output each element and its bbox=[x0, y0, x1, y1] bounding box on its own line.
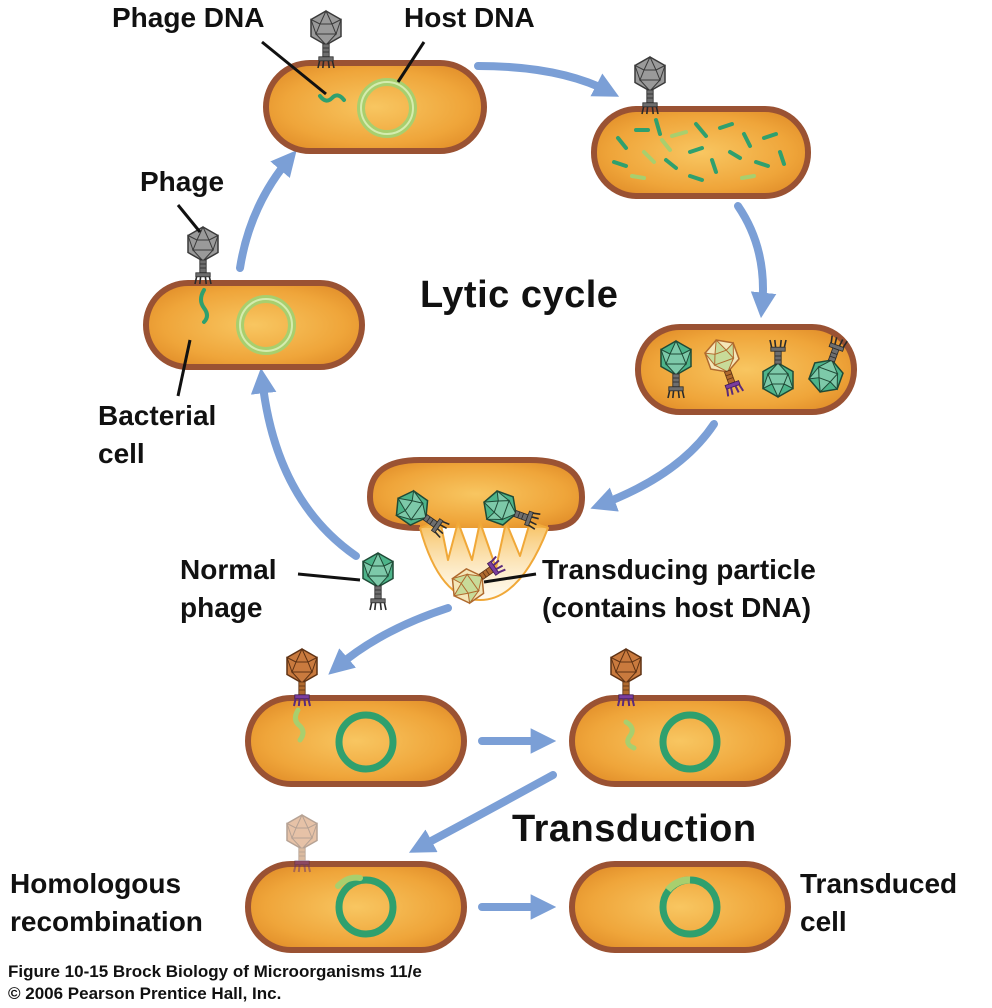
cell-transduced bbox=[569, 861, 791, 953]
label-homologous: Homologous bbox=[10, 868, 182, 899]
cell-phages-assembled bbox=[635, 324, 857, 415]
burst-rupture bbox=[419, 519, 549, 601]
normal-phage-icon bbox=[362, 552, 394, 611]
title-lytic-cycle: Lytic cycle bbox=[420, 274, 619, 316]
label-phage-dna: Phage DNA bbox=[112, 2, 265, 33]
label-phage: Phage bbox=[140, 166, 225, 197]
host-dna-strand bbox=[335, 874, 363, 889]
arrow-8 bbox=[408, 771, 557, 853]
cell-homologous-recombination bbox=[245, 814, 467, 953]
label-phage-2: phage bbox=[180, 592, 263, 623]
arrow-1 bbox=[474, 62, 620, 97]
arrow-2 bbox=[734, 202, 777, 319]
phage-gray-icon bbox=[310, 10, 342, 69]
arrow-4 bbox=[250, 367, 360, 560]
cell-phage-attaching bbox=[143, 226, 365, 370]
label-cell: cell bbox=[98, 438, 145, 469]
label-transducing-particle: Transducing particle bbox=[542, 554, 816, 585]
title-transduction: Transduction bbox=[512, 808, 757, 850]
label-cell-2: cell bbox=[800, 906, 847, 937]
dna-fragments bbox=[612, 118, 786, 182]
cell-dna-fragmented bbox=[591, 56, 811, 199]
phage-gray-icon bbox=[634, 56, 666, 115]
label-host-dna: Host DNA bbox=[404, 2, 535, 33]
cell-transduction-inject-1 bbox=[245, 648, 467, 787]
host-dna-strand bbox=[623, 719, 637, 751]
label-recombination: recombination bbox=[10, 906, 203, 937]
caption-copyright: © 2006 Pearson Prentice Hall, Inc. bbox=[8, 984, 282, 1003]
phage-gray-icon bbox=[187, 226, 219, 285]
label-transduced: Transduced bbox=[800, 868, 958, 899]
cycle-arrows bbox=[236, 62, 777, 920]
arrow-6 bbox=[328, 604, 452, 675]
recombined-dna-segment bbox=[665, 876, 691, 893]
label-normal: Normal bbox=[180, 554, 277, 585]
cell-infected bbox=[263, 10, 487, 154]
host-dna-strand bbox=[292, 707, 306, 743]
arrow-5 bbox=[236, 150, 297, 272]
caption-figure: Figure 10-15 Brock Biology of Microorgan… bbox=[8, 962, 422, 981]
cell-transduction-inject-2 bbox=[569, 648, 791, 787]
phage-dna-strand bbox=[318, 93, 346, 103]
label-contains-host-dna: (contains host DNA) bbox=[542, 592, 812, 623]
leader-lines bbox=[176, 40, 537, 584]
label-bacterial: Bacterial bbox=[98, 400, 217, 431]
arrow-3 bbox=[590, 420, 718, 512]
phage-dna-strand bbox=[199, 288, 209, 324]
